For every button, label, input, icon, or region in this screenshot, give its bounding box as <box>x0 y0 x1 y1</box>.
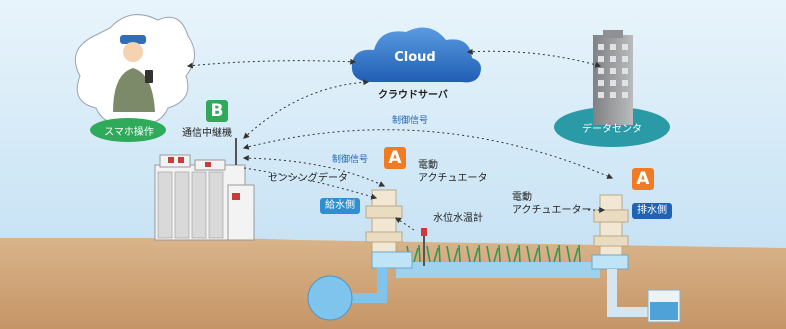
paddy-field <box>396 228 600 278</box>
repeater-facility <box>154 138 255 241</box>
drain-side-tag: 排水側 <box>632 203 672 219</box>
smartphone-ellipse <box>90 118 166 142</box>
supply-actuator-label-2: アクチュエータ <box>418 173 488 184</box>
arrow-repeater-drain <box>242 129 614 179</box>
arrow-sensing-data <box>243 167 378 200</box>
drain-badge: A <box>632 168 654 190</box>
supply-actuator-label-1: 電動 <box>418 160 438 171</box>
smartphone-label: スマホ操作 <box>104 127 154 138</box>
arrow-cloud-datacenter <box>466 48 602 68</box>
datacenter-label: データセンタ <box>582 124 642 135</box>
supply-valve <box>365 189 403 253</box>
supply-side-tag: 給水側 <box>320 198 360 214</box>
repeater-badge: B <box>206 100 228 122</box>
cloud-caption: クラウドサーバ <box>378 90 448 101</box>
drain-pipe <box>591 254 681 323</box>
control-signal-mid-label: 制御信号 <box>332 155 369 165</box>
smartphone-user-bubble <box>74 14 195 124</box>
supply-badge: A <box>384 147 406 169</box>
ground <box>0 238 786 329</box>
signal-arrows <box>186 48 614 231</box>
drain-valve <box>593 194 629 256</box>
supply-pipe <box>307 251 413 321</box>
arrow-repeater-cloud <box>243 79 370 139</box>
drain-actuator-label-1: 電動 <box>512 192 532 203</box>
drain-actuator-label-2: アクチュエーター <box>512 205 592 216</box>
cloud-label: Cloud <box>394 50 436 65</box>
cloud-server-icon <box>351 27 481 83</box>
sensing-data-label: センシングデータ <box>268 173 348 184</box>
water-sensor-label: 水位水温計 <box>433 213 483 224</box>
control-signal-top-label: 制御信号 <box>392 116 429 126</box>
repeater-label: 通信中継機 <box>182 128 232 139</box>
arrow-actuator-supply <box>395 217 415 231</box>
